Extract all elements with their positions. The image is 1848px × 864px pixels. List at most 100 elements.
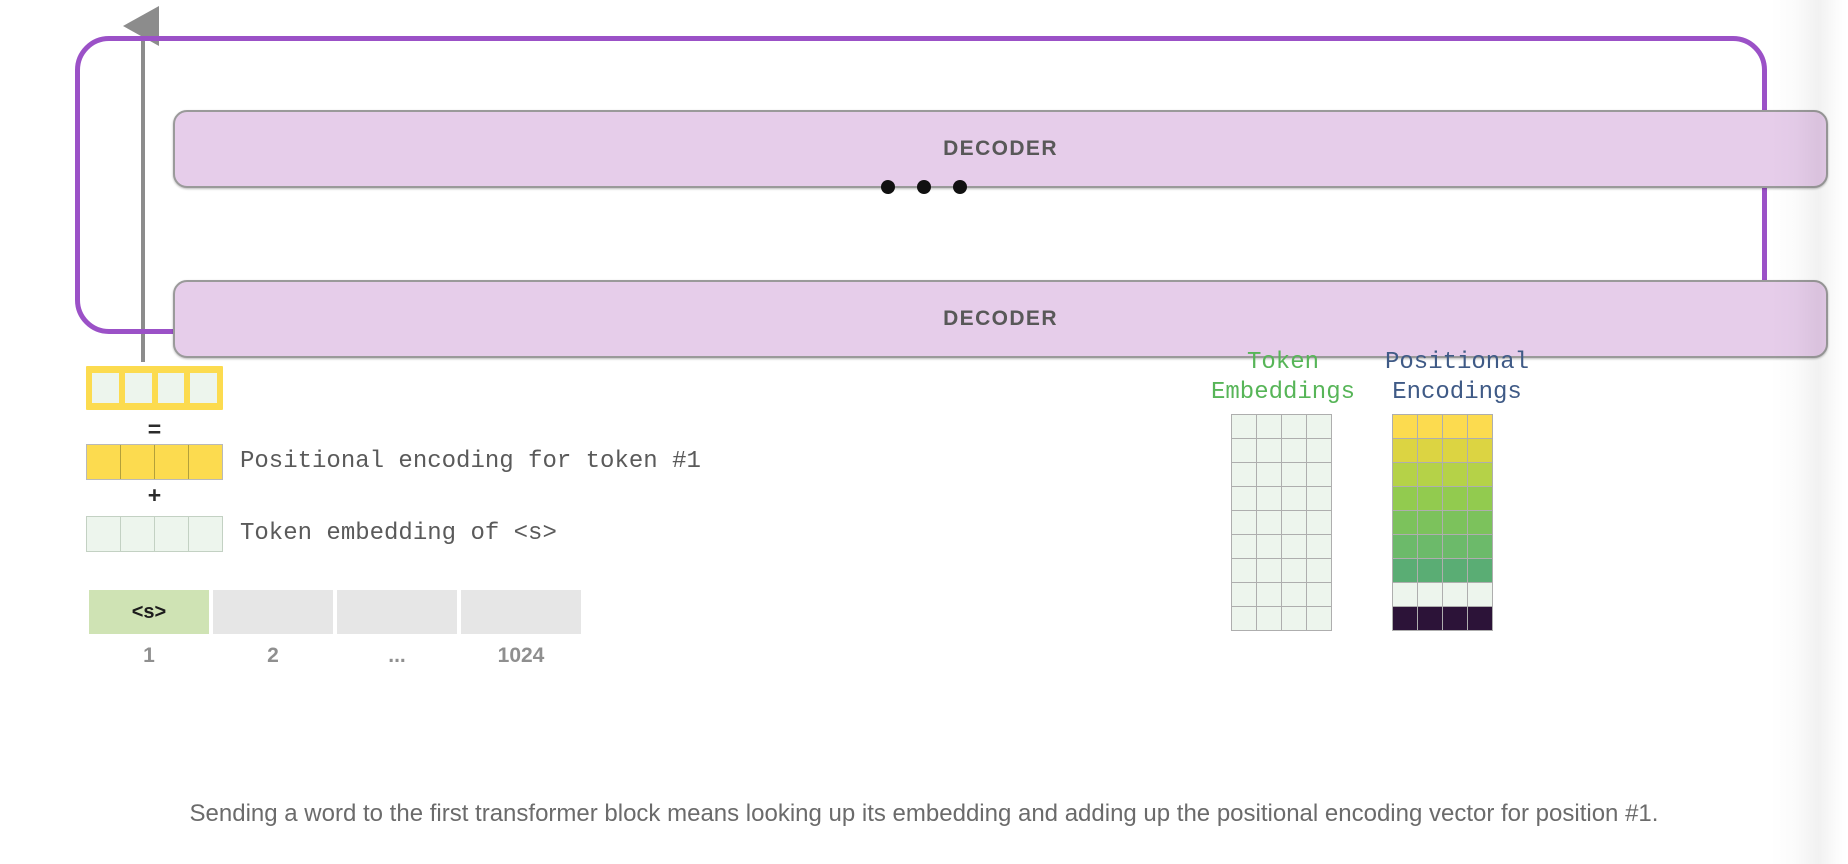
matrix-cell — [1393, 535, 1417, 558]
token-cell[interactable] — [213, 590, 333, 634]
matrix-cell — [1257, 511, 1281, 534]
matrix-cell — [1232, 463, 1256, 486]
input-flow-arrow — [123, 6, 159, 362]
matrix-cell — [1307, 511, 1331, 534]
matrix-cell — [1307, 439, 1331, 462]
vector-cell — [190, 373, 217, 403]
token-sequence-strip: <s> — [89, 590, 581, 634]
vector-cell — [189, 517, 222, 551]
matrix-cell — [1418, 607, 1442, 630]
matrix-cell — [1468, 487, 1492, 510]
figure-caption: Sending a word to the first transformer … — [189, 800, 1659, 827]
matrix-cell — [1468, 535, 1492, 558]
matrix-cell — [1232, 415, 1256, 438]
matrix-cell — [1443, 511, 1467, 534]
positional-encodings-matrix — [1392, 414, 1493, 631]
vector-cell — [155, 445, 189, 479]
matrix-cell — [1443, 415, 1467, 438]
matrix-cell — [1307, 583, 1331, 606]
matrix-cell — [1232, 511, 1256, 534]
token-position-index: ... — [388, 644, 406, 667]
decoder-block-top[interactable]: DECODER — [173, 110, 1828, 188]
vector-cell — [87, 517, 121, 551]
matrix-cell — [1418, 463, 1442, 486]
vector-cell — [92, 373, 119, 403]
matrix-cell — [1468, 439, 1492, 462]
token-position-index: 1 — [143, 644, 155, 667]
matrix-cell — [1232, 607, 1256, 630]
matrix-cell — [1393, 463, 1417, 486]
matrix-cell — [1307, 415, 1331, 438]
matrix-cell — [1393, 487, 1417, 510]
matrix-cell — [1282, 535, 1306, 558]
decoder-block-bottom[interactable]: DECODER — [173, 280, 1828, 358]
matrix-cell — [1282, 439, 1306, 462]
vector-cell — [157, 373, 185, 403]
matrix-cell — [1418, 511, 1442, 534]
matrix-cell — [1257, 583, 1281, 606]
matrix-cell — [1232, 559, 1256, 582]
matrix-cell — [1418, 559, 1442, 582]
matrix-cell — [1443, 463, 1467, 486]
token-embedding-vector — [86, 516, 223, 552]
matrix-cell — [1282, 511, 1306, 534]
matrix-cell — [1468, 559, 1492, 582]
matrix-cell — [1443, 487, 1467, 510]
matrix-cell — [1257, 535, 1281, 558]
token-position-index: 1024 — [497, 644, 545, 667]
vector-cell — [189, 445, 222, 479]
matrix-cell — [1468, 415, 1492, 438]
token-embeddings-matrix — [1231, 414, 1332, 631]
matrix-cell — [1418, 415, 1442, 438]
matrix-cell — [1418, 487, 1442, 510]
matrix-cell — [1257, 439, 1281, 462]
token-cell[interactable] — [461, 590, 581, 634]
matrix-cell — [1232, 535, 1256, 558]
matrix-cell — [1393, 415, 1417, 438]
positional-encoding-vector — [86, 444, 223, 480]
matrix-cell — [1393, 607, 1417, 630]
matrix-cell — [1282, 583, 1306, 606]
matrix-cell — [1393, 559, 1417, 582]
matrix-cell — [1232, 487, 1256, 510]
vector-cell — [87, 445, 121, 479]
matrix-cell — [1418, 583, 1442, 606]
matrix-cell — [1282, 559, 1306, 582]
matrix-cell — [1282, 607, 1306, 630]
matrix-cell — [1307, 535, 1331, 558]
matrix-cell — [1232, 583, 1256, 606]
matrix-cell — [1282, 487, 1306, 510]
token-cell[interactable]: <s> — [89, 590, 209, 634]
matrix-cell — [1418, 535, 1442, 558]
matrix-cell — [1468, 511, 1492, 534]
combined-input-vector — [86, 366, 223, 410]
matrix-cell — [1282, 415, 1306, 438]
matrix-cell — [1257, 463, 1281, 486]
matrix-cell — [1468, 463, 1492, 486]
decoder-block-bottom-label: DECODER — [943, 307, 1058, 330]
matrix-cell — [1307, 559, 1331, 582]
positional-encoding-caption: Positional encoding for token #1 — [240, 448, 701, 475]
matrix-cell — [1468, 607, 1492, 630]
decoder-stack-container: DECODER DECODER — [75, 36, 1828, 358]
matrix-cell — [1232, 439, 1256, 462]
matrix-cell — [1257, 487, 1281, 510]
matrix-cell — [1393, 511, 1417, 534]
vector-cell — [121, 445, 155, 479]
matrix-cell — [1443, 583, 1467, 606]
positional-encodings-title: Positional Encodings — [1384, 349, 1530, 406]
decoder-block-top-label: DECODER — [943, 137, 1058, 160]
vector-cell — [124, 373, 152, 403]
matrix-cell — [1418, 439, 1442, 462]
token-cell[interactable] — [337, 590, 457, 634]
token-embeddings-title: Token Embeddings — [1210, 349, 1356, 406]
plus-sign: + — [147, 482, 162, 508]
token-embedding-caption: Token embedding of <s> — [240, 520, 557, 547]
matrix-cell — [1307, 607, 1331, 630]
matrix-cell — [1307, 463, 1331, 486]
matrix-cell — [1443, 559, 1467, 582]
matrix-cell — [1282, 463, 1306, 486]
vector-cell — [121, 517, 155, 551]
